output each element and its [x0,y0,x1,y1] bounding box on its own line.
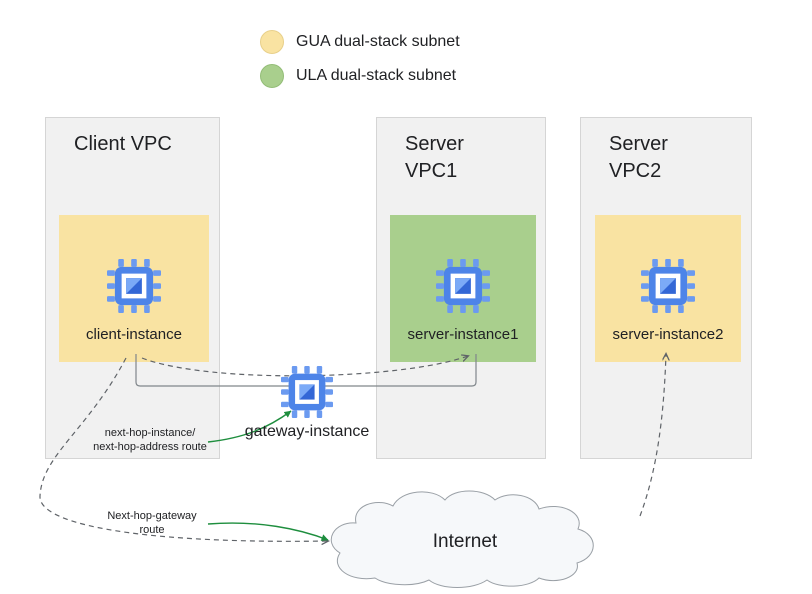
server-vpc1-box: Server VPC1 server-instance1 [376,117,546,459]
client-vpc-box: Client VPC client-instance [45,117,220,459]
server-vpc2-title: Server VPC2 [609,133,668,182]
server-vpc1-title: Server VPC1 [405,133,464,182]
server1-ula-subnet: server-instance1 [390,215,536,362]
gateway-route-green-arrow [207,522,329,541]
client-instance-icon [107,259,161,313]
gateway-route-annotation: Next-hop-gateway route [107,510,197,536]
legend-item-gua: GUA dual-stack subnet [260,30,460,54]
legend-item-ula: ULA dual-stack subnet [260,64,456,88]
ula-subnet-swatch [260,64,284,88]
server-instance2-icon [641,259,695,313]
legend-label-gua: GUA dual-stack subnet [296,33,460,50]
server-instance1-label: server-instance1 [407,326,519,343]
server2-gua-subnet: server-instance2 [595,215,741,362]
legend-label-ula: ULA dual-stack subnet [296,67,457,84]
server-instance1-icon [436,259,490,313]
server-instance2-label: server-instance2 [612,326,724,343]
client-instance-label: client-instance [86,326,182,343]
gua-subnet-swatch [260,30,284,54]
gateway-instance-label: gateway-instance [244,423,370,440]
client-vpc-title: Client VPC [74,133,172,155]
gateway-instance-icon [281,366,333,418]
instance-route-annotation: next-hop-instance/ next-hop-address rout… [93,427,207,453]
client-gua-subnet: client-instance [59,215,209,362]
internet-label: Internet [432,531,498,552]
server-vpc2-box: Server VPC2 server-instance2 [580,117,752,459]
gateway-instance-chip [281,366,333,418]
